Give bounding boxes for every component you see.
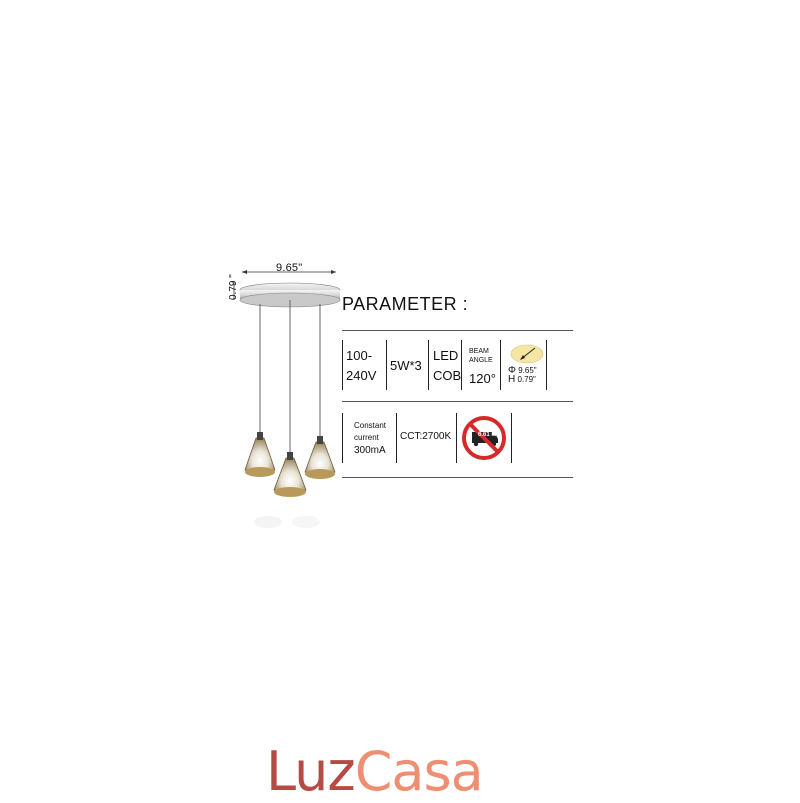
constant-current: Constant current 300mA <box>354 421 387 456</box>
power-value: 5W*3 <box>390 358 422 373</box>
voltage-value: 100- 240V <box>346 348 377 383</box>
cell-separator <box>500 340 501 390</box>
truck-weight-limit-sign-icon <box>462 416 506 460</box>
pendant-shade <box>273 452 307 497</box>
pendant-shade <box>304 436 336 479</box>
cell-separator <box>546 340 547 390</box>
cct-value: CCT:2700K <box>400 431 452 442</box>
pendant-lamp-illustration <box>233 270 341 528</box>
divider-top <box>342 330 573 331</box>
height-dimension-label: 0.79 " <box>228 274 239 300</box>
beam-dimensions: Φ 9.65" H 0.79" <box>508 365 537 385</box>
parameter-title: PARAMETER : <box>342 294 469 314</box>
cell-separator <box>386 340 387 390</box>
brand-logo-casa: Casa <box>354 740 484 803</box>
beam-angle-value: 120° <box>469 371 496 386</box>
truck-weight-label: 6.61 lb <box>478 432 497 438</box>
cell-separator <box>461 340 462 390</box>
brand-logo: LuzCasa <box>266 740 484 803</box>
brand-logo-luz: Luz <box>266 740 356 803</box>
led-type: LED COB <box>433 348 462 383</box>
divider-bottom <box>342 477 573 478</box>
cell-separator <box>342 413 343 463</box>
cell-separator <box>511 413 512 463</box>
cell-separator <box>428 340 429 390</box>
width-dimension-label: 9.65" <box>276 262 303 274</box>
cell-separator <box>396 413 397 463</box>
beam-disc-icon <box>510 344 544 364</box>
beam-angle-label: BEAM ANGLE <box>469 348 493 364</box>
cell-separator <box>342 340 343 390</box>
divider-middle <box>342 401 573 402</box>
pendant-shade <box>244 432 276 477</box>
cell-separator <box>456 413 457 463</box>
